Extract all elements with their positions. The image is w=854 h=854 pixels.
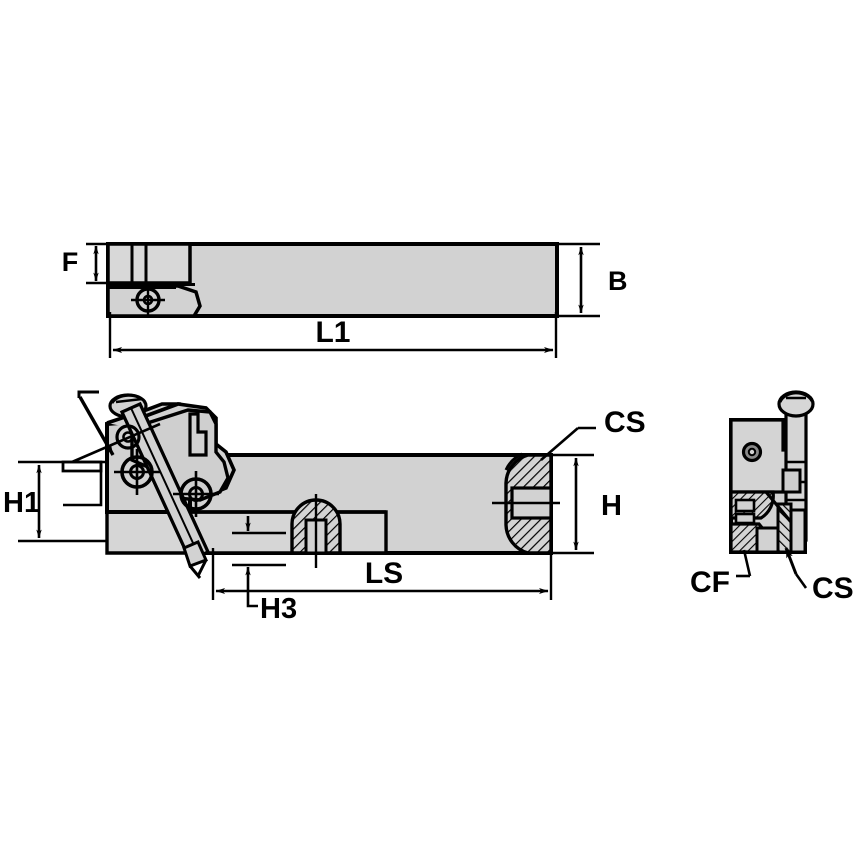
dimension-L1: L1 — [108, 312, 558, 358]
end-view-cs-bore — [789, 508, 807, 554]
dimension-B: B — [553, 242, 628, 318]
side-view-cs-leader: CS — [540, 406, 646, 461]
side-view-screw-hole-middle — [114, 449, 160, 495]
dim-H3-leader — [246, 582, 258, 608]
dimension-H3: H3 — [232, 516, 297, 625]
top-view-seat-pocket — [106, 242, 192, 285]
side-view-head-step — [188, 412, 208, 457]
end-view: CF CS — [690, 390, 854, 605]
side-view-screw-hole-lower — [173, 471, 219, 517]
dim-label-H: H — [601, 490, 622, 522]
dimension-H1: H1 — [3, 460, 108, 543]
callout-label-CF: CF — [690, 566, 730, 599]
callout-label-CS-side: CS — [604, 406, 646, 439]
dimension-LS: LS — [211, 548, 553, 600]
dim-label-H1: H1 — [3, 487, 40, 519]
end-view-coolant-channel-2 — [734, 512, 756, 525]
top-view: F B L1 — [62, 242, 628, 358]
side-view: CS H1 H LS H3 — [3, 390, 646, 625]
dim-label-H3: H3 — [260, 593, 297, 625]
dim-label-L1: L1 — [315, 316, 350, 349]
dim-label-F: F — [62, 247, 79, 277]
top-view-screw-hole — [131, 283, 165, 317]
end-view-screw-neck — [781, 468, 802, 494]
end-view-cs-leader: CS — [784, 547, 854, 605]
end-view-transition-face — [764, 490, 793, 524]
end-view-coolant-channel-1 — [734, 498, 756, 513]
end-view-screw-hole — [741, 441, 763, 463]
end-view-cf-leader: CF — [690, 549, 752, 599]
dimension-F: F — [62, 242, 112, 285]
side-view-detail-box — [61, 460, 103, 507]
side-view-center-coolant-hole — [288, 494, 344, 568]
callout-label-CS-end: CS — [812, 572, 854, 605]
dimension-H: H — [546, 453, 622, 555]
dim-label-B: B — [608, 266, 628, 296]
side-view-cutting-edge-leader — [71, 390, 161, 464]
side-view-cs-coolant-port — [492, 452, 560, 555]
dim-label-LS: LS — [365, 557, 403, 590]
